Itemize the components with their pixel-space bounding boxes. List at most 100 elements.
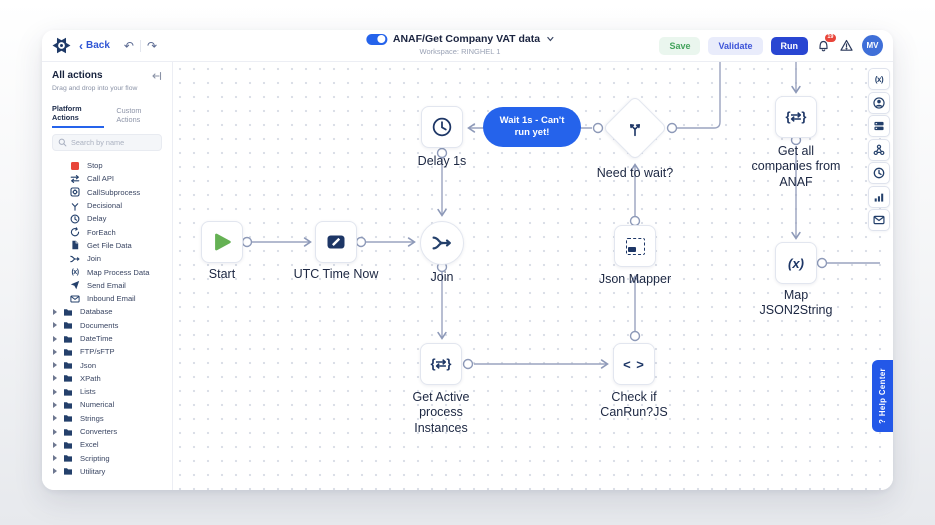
pencil-tag-icon: [327, 235, 345, 249]
port[interactable]: [241, 236, 253, 248]
folder-label: DateTime: [80, 334, 113, 343]
warning-icon[interactable]: [839, 38, 854, 53]
node-label-delay: Delay 1s: [417, 154, 467, 168]
save-button[interactable]: Save: [659, 36, 701, 55]
fx-icon: (x): [874, 74, 884, 84]
subprocess-icon: [70, 187, 80, 197]
sidebar-folder-converters[interactable]: Converters: [42, 425, 172, 438]
port[interactable]: [816, 257, 828, 269]
folder-label: Documents: [80, 320, 119, 330]
port[interactable]: [462, 358, 474, 370]
canvas-side-toolbar: (x): [868, 68, 890, 231]
port[interactable]: [436, 147, 448, 159]
search-input[interactable]: [71, 138, 156, 147]
sidebar-folder-datetime[interactable]: DateTime: [42, 332, 172, 345]
flow-enabled-toggle[interactable]: [365, 33, 387, 45]
action-label: Stop: [87, 161, 103, 171]
flow-canvas[interactable]: Start UTC Time Now Join: [173, 62, 893, 490]
redo-icon[interactable]: ↷: [146, 38, 158, 53]
node-need-to-wait[interactable]: [602, 95, 668, 161]
sidebar-action-delay[interactable]: Delay: [42, 212, 172, 225]
sidebar-action-get-file-data[interactable]: Get File Data: [42, 239, 172, 252]
node-join[interactable]: [420, 221, 464, 265]
port[interactable]: [355, 236, 367, 248]
error-tooltip: Wait 1s - Can't run yet!: [483, 107, 581, 147]
node-utc-time-now[interactable]: [315, 221, 357, 263]
notifications-button[interactable]: 19: [816, 34, 836, 53]
node-map-json2string[interactable]: (x): [775, 242, 817, 284]
sidebar-action-decisional[interactable]: Decisional: [42, 199, 172, 212]
port[interactable]: [592, 122, 604, 134]
folder-label: Lists: [80, 387, 96, 397]
variables-button[interactable]: (x): [868, 68, 890, 90]
node-get-active-process-instances[interactable]: {⇄}: [420, 343, 462, 385]
folder-icon: [63, 466, 73, 476]
messages-panel-button[interactable]: [868, 209, 890, 231]
actions-sidebar: All actions Drag and drop into your flow…: [42, 62, 173, 490]
node-start[interactable]: [201, 221, 243, 263]
action-label: Inbound Email: [87, 294, 136, 304]
node-json-mapper[interactable]: [614, 225, 656, 267]
analytics-panel-button[interactable]: [868, 185, 890, 208]
file-icon: [70, 240, 80, 250]
avatar[interactable]: MV: [862, 35, 883, 56]
sidebar-action-foreach[interactable]: ForEach: [42, 225, 172, 238]
help-center-tab[interactable]: ? Help Center: [872, 360, 893, 432]
sidebar-folder-excel[interactable]: Excel: [42, 438, 172, 451]
sidebar-folder-strings[interactable]: Strings: [42, 412, 172, 425]
folder-icon: [63, 360, 73, 370]
sidebar-action-send-email[interactable]: Send Email: [42, 279, 172, 292]
server-panel-button[interactable]: [868, 115, 890, 137]
folder-label: Database: [80, 307, 113, 317]
actions-list: Stop Call API CallSubprocess Decisional …: [42, 159, 172, 478]
undo-icon[interactable]: ↶: [123, 38, 134, 53]
back-button[interactable]: ‹ Back: [79, 38, 110, 53]
folder-icon: [63, 347, 73, 357]
sidebar-folder-database[interactable]: Database: [42, 305, 172, 318]
sidebar-folder-json[interactable]: Json: [42, 358, 172, 371]
node-get-all-companies-anaf[interactable]: {⇄}: [775, 96, 817, 138]
tab-custom-actions[interactable]: Custom Actions: [116, 106, 142, 124]
folder-icon: [63, 320, 73, 330]
collapse-sidebar-icon[interactable]: [152, 71, 162, 81]
caret-right-icon: [53, 401, 57, 408]
refresh-icon: [70, 227, 80, 237]
action-label: Call API: [87, 174, 115, 184]
sidebar-folder-scripting[interactable]: Scripting: [42, 452, 172, 465]
validate-button[interactable]: Validate: [708, 36, 763, 55]
sidebar-folder-lists[interactable]: Lists: [42, 385, 172, 398]
node-check-if-canrun-js[interactable]: < >: [613, 343, 655, 385]
clock-icon: [70, 214, 80, 224]
network-panel-button[interactable]: [868, 138, 890, 161]
back-chevron-icon: ‹: [79, 38, 83, 53]
sidebar-folder-utilitary[interactable]: Utilitary: [42, 465, 172, 478]
port[interactable]: [629, 330, 641, 342]
chevron-down-icon[interactable]: [546, 35, 554, 43]
run-button[interactable]: Run: [770, 36, 808, 55]
sidebar-action-inbound-email[interactable]: Inbound Email: [42, 292, 172, 305]
tab-platform-actions[interactable]: Platform Actions: [52, 104, 105, 128]
action-label: Join: [87, 254, 101, 264]
node-label-join: Join: [430, 270, 454, 284]
user-icon: [873, 97, 885, 109]
node-delay-1s[interactable]: [421, 106, 463, 148]
node-label-utc: UTC Time Now: [293, 267, 379, 281]
app-logo-icon: [52, 37, 71, 54]
sidebar-folder-ftp[interactable]: FTP/sFTP: [42, 345, 172, 358]
sidebar-folder-documents[interactable]: Documents: [42, 319, 172, 332]
node-label-map-json2string: Map JSON2String: [759, 288, 833, 318]
caret-right-icon: [53, 415, 57, 422]
sidebar-folder-xpath[interactable]: XPath: [42, 372, 172, 385]
sidebar-action-stop[interactable]: Stop: [42, 159, 172, 172]
sidebar-action-map-process-data[interactable]: (x) Map Process Data: [42, 265, 172, 278]
sidebar-action-join[interactable]: Join: [42, 252, 172, 265]
sidebar-action-callsubprocess[interactable]: CallSubprocess: [42, 186, 172, 199]
caret-right-icon: [53, 322, 57, 329]
history-panel-button[interactable]: [868, 162, 890, 184]
user-panel-button[interactable]: [868, 91, 890, 114]
braces-arrows-icon: {⇄}: [430, 356, 452, 371]
sidebar-action-call-api[interactable]: Call API: [42, 172, 172, 185]
sidebar-folder-numerical[interactable]: Numerical: [42, 398, 172, 411]
port[interactable]: [666, 122, 678, 134]
clock-icon: [873, 167, 885, 179]
